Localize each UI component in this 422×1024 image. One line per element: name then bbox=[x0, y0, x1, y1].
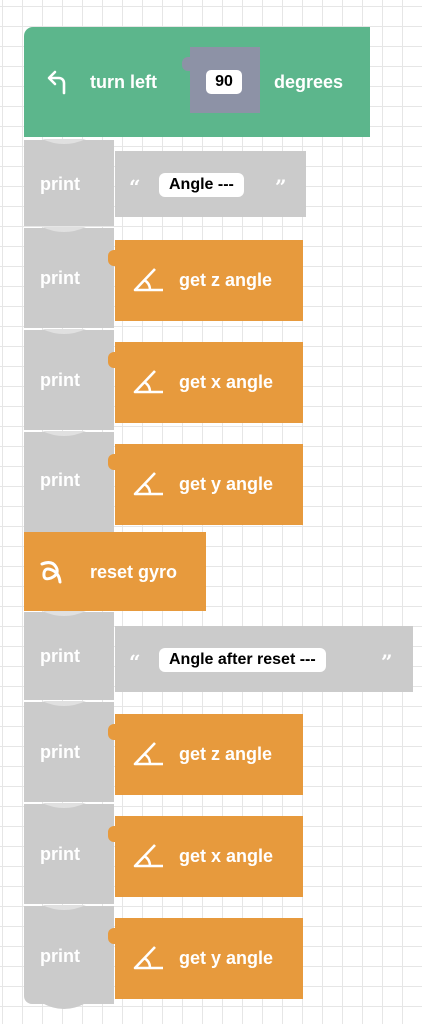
turn-left-label: turn left bbox=[90, 72, 157, 92]
notch-connector bbox=[42, 803, 86, 808]
notch-connector bbox=[42, 431, 86, 436]
close-quote-icon: ” bbox=[381, 650, 393, 674]
get-x-angle-label: get x angle bbox=[179, 846, 274, 866]
gyro-icon bbox=[40, 561, 62, 584]
notch-connector bbox=[42, 139, 86, 144]
degrees-value-field[interactable]: 90 bbox=[206, 70, 242, 94]
reset-gyro-label: reset gyro bbox=[90, 562, 178, 582]
angle-icon bbox=[133, 472, 163, 496]
input-connector bbox=[108, 724, 117, 740]
open-quote-icon: “ bbox=[129, 175, 141, 199]
socket-connector bbox=[182, 57, 192, 71]
get-x-angle-block-2[interactable]: get x angle bbox=[108, 816, 303, 897]
print-block-5[interactable]: print bbox=[24, 611, 114, 700]
print-label: print bbox=[40, 946, 80, 966]
string-text-field[interactable]: Angle after reset --- bbox=[159, 648, 326, 672]
degrees-value-socket[interactable]: 90 bbox=[182, 47, 260, 113]
angle-icon bbox=[133, 268, 163, 292]
print-block-4[interactable]: print bbox=[24, 431, 114, 532]
input-connector bbox=[108, 250, 117, 266]
notch-connector bbox=[42, 611, 86, 616]
print-label: print bbox=[40, 742, 80, 762]
string-block-1[interactable]: “ Angle --- ” bbox=[115, 151, 306, 217]
get-y-angle-block-1[interactable]: get y angle bbox=[108, 444, 303, 525]
reset-gyro-block[interactable]: reset gyro bbox=[24, 532, 206, 611]
angle-icon bbox=[133, 742, 163, 766]
get-z-angle-label: get z angle bbox=[179, 744, 273, 764]
angle-icon bbox=[133, 844, 163, 868]
print-block-1[interactable]: print bbox=[24, 139, 114, 226]
get-z-angle-block-1[interactable]: get z angle bbox=[108, 240, 303, 321]
print-block-7[interactable]: print bbox=[24, 803, 114, 904]
get-y-angle-block-2[interactable]: get y angle bbox=[108, 918, 303, 999]
get-y-angle-label: get y angle bbox=[179, 948, 274, 968]
turn-left-arrow-icon bbox=[47, 70, 66, 95]
angle-icon bbox=[133, 370, 163, 394]
print-block-8[interactable]: print bbox=[24, 905, 114, 1004]
print-block-3[interactable]: print bbox=[24, 329, 114, 430]
input-connector bbox=[108, 352, 117, 368]
get-x-angle-label: get x angle bbox=[179, 372, 274, 392]
stack-bottom-connector bbox=[42, 1003, 86, 1009]
get-x-angle-block-1[interactable]: get x angle bbox=[108, 342, 303, 423]
print-label: print bbox=[40, 174, 80, 194]
string-block-2[interactable]: “ Angle after reset --- ” bbox=[115, 626, 413, 692]
print-label: print bbox=[40, 646, 80, 666]
print-label: print bbox=[40, 370, 80, 390]
print-label: print bbox=[40, 470, 80, 490]
print-block-6[interactable]: print bbox=[24, 701, 114, 802]
print-block-2[interactable]: print bbox=[24, 227, 114, 328]
notch-connector bbox=[42, 227, 86, 232]
print-label: print bbox=[40, 844, 80, 864]
print-label: print bbox=[40, 268, 80, 288]
input-connector bbox=[108, 928, 117, 944]
input-connector bbox=[108, 826, 117, 842]
get-z-angle-block-2[interactable]: get z angle bbox=[108, 714, 303, 795]
degrees-label: degrees bbox=[274, 72, 344, 92]
notch-connector bbox=[42, 905, 86, 910]
notch-connector bbox=[42, 329, 86, 334]
string-text-field[interactable]: Angle --- bbox=[159, 173, 244, 197]
open-quote-icon: “ bbox=[129, 650, 141, 674]
get-y-angle-label: get y angle bbox=[179, 474, 274, 494]
close-quote-icon: ” bbox=[275, 175, 287, 199]
angle-icon bbox=[133, 946, 163, 970]
get-z-angle-label: get z angle bbox=[179, 270, 273, 290]
input-connector bbox=[108, 454, 117, 470]
turn-left-block[interactable]: turn left 90 degrees bbox=[24, 27, 370, 137]
notch-connector bbox=[42, 701, 86, 706]
